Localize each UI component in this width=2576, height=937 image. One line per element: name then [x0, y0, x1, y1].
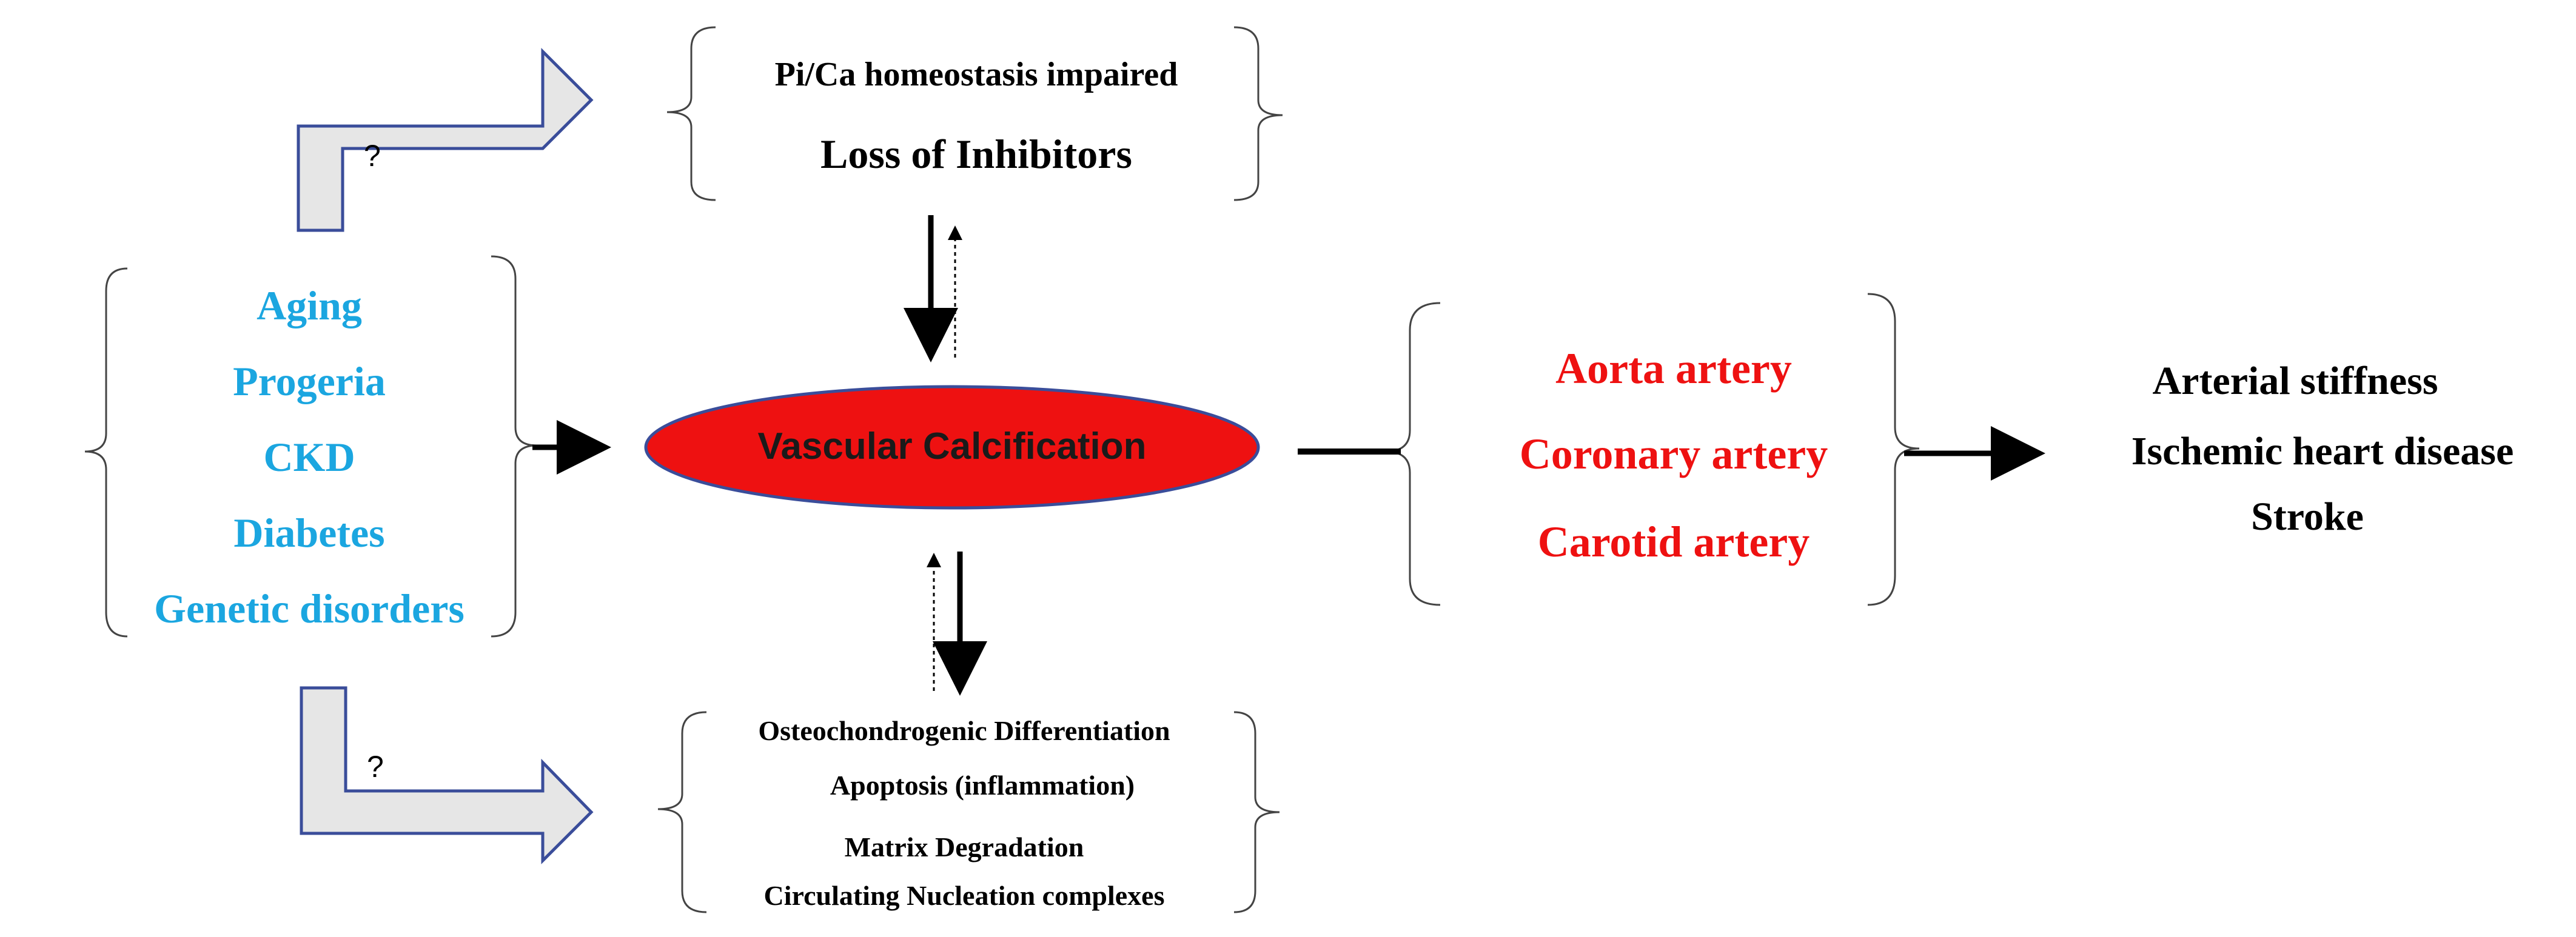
bent-arrow-down-right-icon: [300, 686, 594, 865]
cause-item: Progeria: [233, 358, 386, 404]
unknown-mark: ?: [364, 139, 381, 173]
outcome-item: Ischemic heart disease: [2131, 429, 2514, 473]
site-item: Coronary artery: [1519, 430, 1828, 478]
cause-item: Genetic disorders: [154, 585, 465, 632]
site-item: Carotid artery: [1537, 518, 1810, 566]
bottom-box-item: Osteochondrogenic Differentiation: [758, 715, 1170, 746]
bottom-box-item: Apoptosis (inflammation): [830, 770, 1135, 801]
bottom-box-item: Matrix Degradation: [844, 832, 1084, 862]
site-item: Aorta artery: [1555, 344, 1792, 393]
cause-item: CKD: [263, 434, 355, 480]
cause-item: Aging: [257, 282, 362, 328]
bottom-box-bracket: [657, 711, 1280, 913]
center-label: Vascular Calcification: [757, 425, 1147, 467]
top-box-line-1: Pi/Ca homeostasis impaired: [774, 56, 1178, 93]
bent-arrow-up-right-icon: [297, 47, 594, 232]
bottom-box-item: Circulating Nucleation complexes: [763, 880, 1165, 911]
unknown-mark: ?: [367, 750, 384, 784]
top-box-line-2: Loss of Inhibitors: [820, 131, 1132, 177]
top-box-bracket: [666, 26, 1283, 201]
vascular-calcification-ellipse: [644, 385, 1260, 510]
outcome-item: Arterial stiffness: [2152, 359, 2438, 403]
outcome-item: Stroke: [2251, 495, 2364, 539]
cause-item: Diabetes: [233, 510, 385, 556]
